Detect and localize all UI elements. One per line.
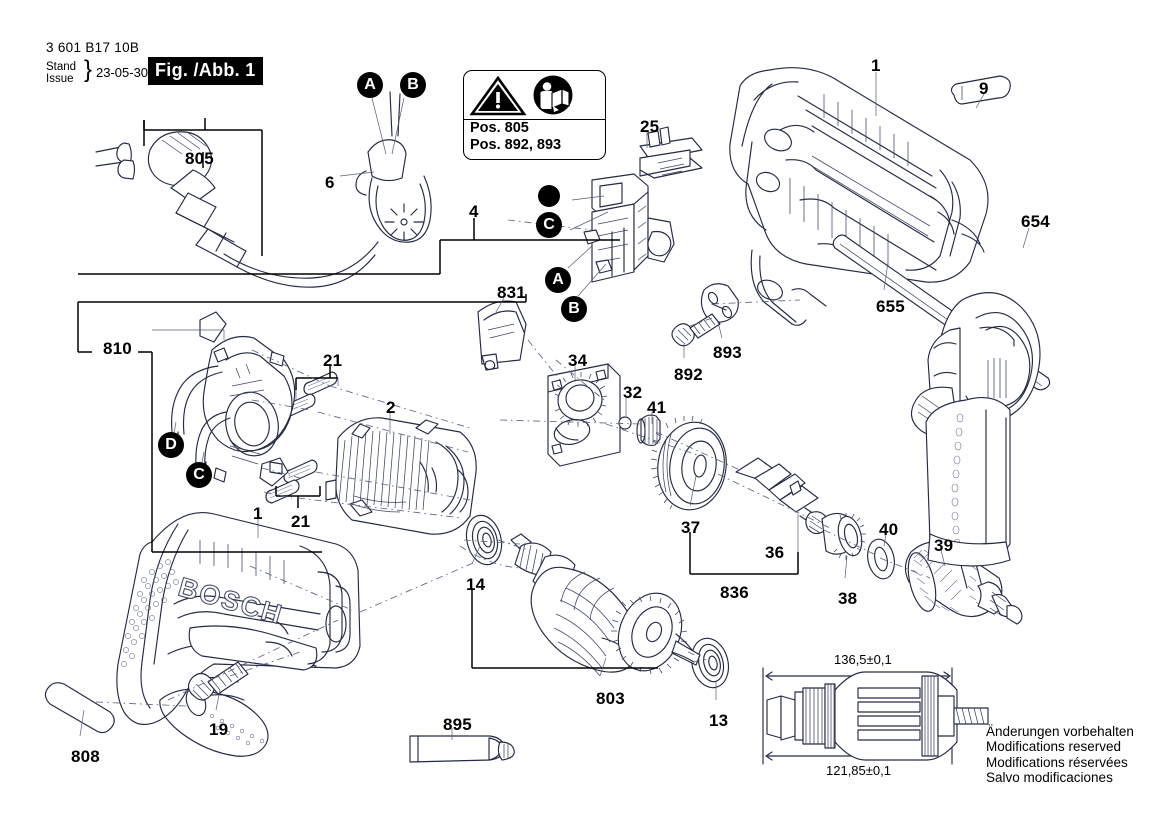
part-number-19: 19 <box>209 720 229 739</box>
marker-b-switch: B <box>561 296 587 322</box>
warning-icons-row <box>464 71 605 120</box>
part-808-handle-pad <box>44 682 115 734</box>
part-803-armature <box>510 533 701 677</box>
part-number-893: 893 <box>713 343 742 362</box>
part-895-grease-tube <box>409 735 515 763</box>
modification-notes: Änderungen vorbehalten Modifications res… <box>986 724 1134 786</box>
part-34-gear-housing-plate <box>547 363 621 467</box>
stand-issue-label: Stand Issue <box>46 61 77 85</box>
stator-laminations <box>338 430 430 511</box>
part-number-836: 836 <box>720 583 749 602</box>
part-number-892: 892 <box>674 365 703 384</box>
part-36-spindle <box>735 457 829 535</box>
part-654-auxiliary-handle <box>910 292 1041 567</box>
dimension-top: 136,5±0,1 <box>834 652 892 667</box>
assembly-axes <box>95 219 931 707</box>
part-37-intermediate-gear <box>650 415 727 511</box>
part-number-655: 655 <box>876 297 905 316</box>
part-13-ball-bearing <box>690 637 730 689</box>
part-2-field-stator <box>325 417 477 535</box>
part-810-brush-holder-assembly <box>171 311 296 487</box>
housing-bottom-dots <box>209 713 265 746</box>
part-number-32: 32 <box>623 383 643 402</box>
warning-text: Pos. 805 Pos. 892, 893 <box>470 120 561 154</box>
part-number-41: 41 <box>647 398 667 417</box>
read-manual-icon <box>533 75 573 115</box>
marker-c-field: C <box>186 462 212 488</box>
part-number-36: 36 <box>765 543 785 562</box>
marker-a-switch: A <box>545 267 571 293</box>
part-number-37: 37 <box>681 518 701 537</box>
marker-a-top: A <box>357 72 383 98</box>
gear-34-teeth <box>554 372 608 427</box>
part-number-805: 805 <box>185 149 214 168</box>
part-number-25: 25 <box>640 117 660 136</box>
issue-label: Issue <box>46 72 74 85</box>
part-number-654: 654 <box>1021 212 1050 231</box>
note-es: Salvo modificaciones <box>986 770 1113 786</box>
armature-laminations <box>553 571 615 677</box>
warning-triangle-icon <box>469 75 527 116</box>
part-number-34: 34 <box>568 351 588 370</box>
part-9-nameplate <box>950 75 1011 105</box>
part-41-needle-bearing <box>636 414 661 447</box>
housing-vent-dots <box>121 559 179 667</box>
armature-fan-gear <box>611 592 688 675</box>
part-40-washer <box>867 538 895 580</box>
part-number-21: 21 <box>323 351 343 370</box>
part-number-831: 831 <box>497 283 526 302</box>
part-number-895: 895 <box>443 715 472 734</box>
brace-glyph: } <box>84 56 93 83</box>
part-number-810: 810 <box>103 339 132 358</box>
part-code: 3 601 B17 10B <box>46 40 140 55</box>
warning-line-2: Pos. 892, 893 <box>470 137 562 153</box>
part-number-6: 6 <box>325 173 335 192</box>
marker-b-top: B <box>400 72 426 98</box>
part-number-4: 4 <box>469 202 479 221</box>
dimension-bottom: 121,85±0,1 <box>826 763 891 778</box>
issue-date: 23-05-30 <box>96 65 149 80</box>
part-number-803: 803 <box>596 689 625 708</box>
part-25-contact-clip <box>639 126 703 179</box>
part-number-9: 9 <box>979 79 989 98</box>
part-number-39: 39 <box>934 536 954 555</box>
part-number-1: 1 <box>871 56 881 75</box>
part-number-38: 38 <box>838 589 858 608</box>
part-1-housing-left <box>116 512 361 757</box>
gear-37-teeth <box>650 415 703 510</box>
part-19-screw <box>187 661 249 702</box>
note-en: Modifications reserved <box>986 739 1122 755</box>
marker-dot-switch <box>538 185 560 207</box>
part-893-clamp <box>700 283 739 323</box>
part-number-808: 808 <box>71 747 100 766</box>
part-number-14: 14 <box>466 575 486 594</box>
ratchet-teeth <box>833 513 866 560</box>
note-fr: Modifications réservées <box>986 754 1128 770</box>
warning-box: Pos. 805 Pos. 892, 893 <box>463 70 606 160</box>
warning-line-1: Pos. 805 <box>470 120 529 136</box>
part-number-13: 13 <box>709 711 729 730</box>
part-number-2: 2 <box>386 398 396 417</box>
part-14-ball-bearing <box>465 514 503 566</box>
chuck-knurl <box>912 547 983 613</box>
marker-d-field: D <box>158 432 184 458</box>
marker-c-switch: C <box>536 212 562 238</box>
part-number-21: 21 <box>291 512 311 531</box>
part-1-housing-right <box>729 67 989 326</box>
stand-label: Stand <box>46 61 77 73</box>
figure-label: Fig. /Abb. 1 <box>148 57 263 85</box>
part-892-screw <box>671 313 721 347</box>
part-number-1: 1 <box>253 504 263 523</box>
commutator-lines <box>519 542 549 581</box>
note-de: Änderungen vorbehalten <box>986 724 1134 739</box>
part-805-power-cord <box>95 91 432 288</box>
cord-strain-relief-detail <box>384 203 424 241</box>
part-number-40: 40 <box>879 520 899 539</box>
leader-lines <box>77 72 1030 740</box>
part-831-cover <box>477 300 527 371</box>
